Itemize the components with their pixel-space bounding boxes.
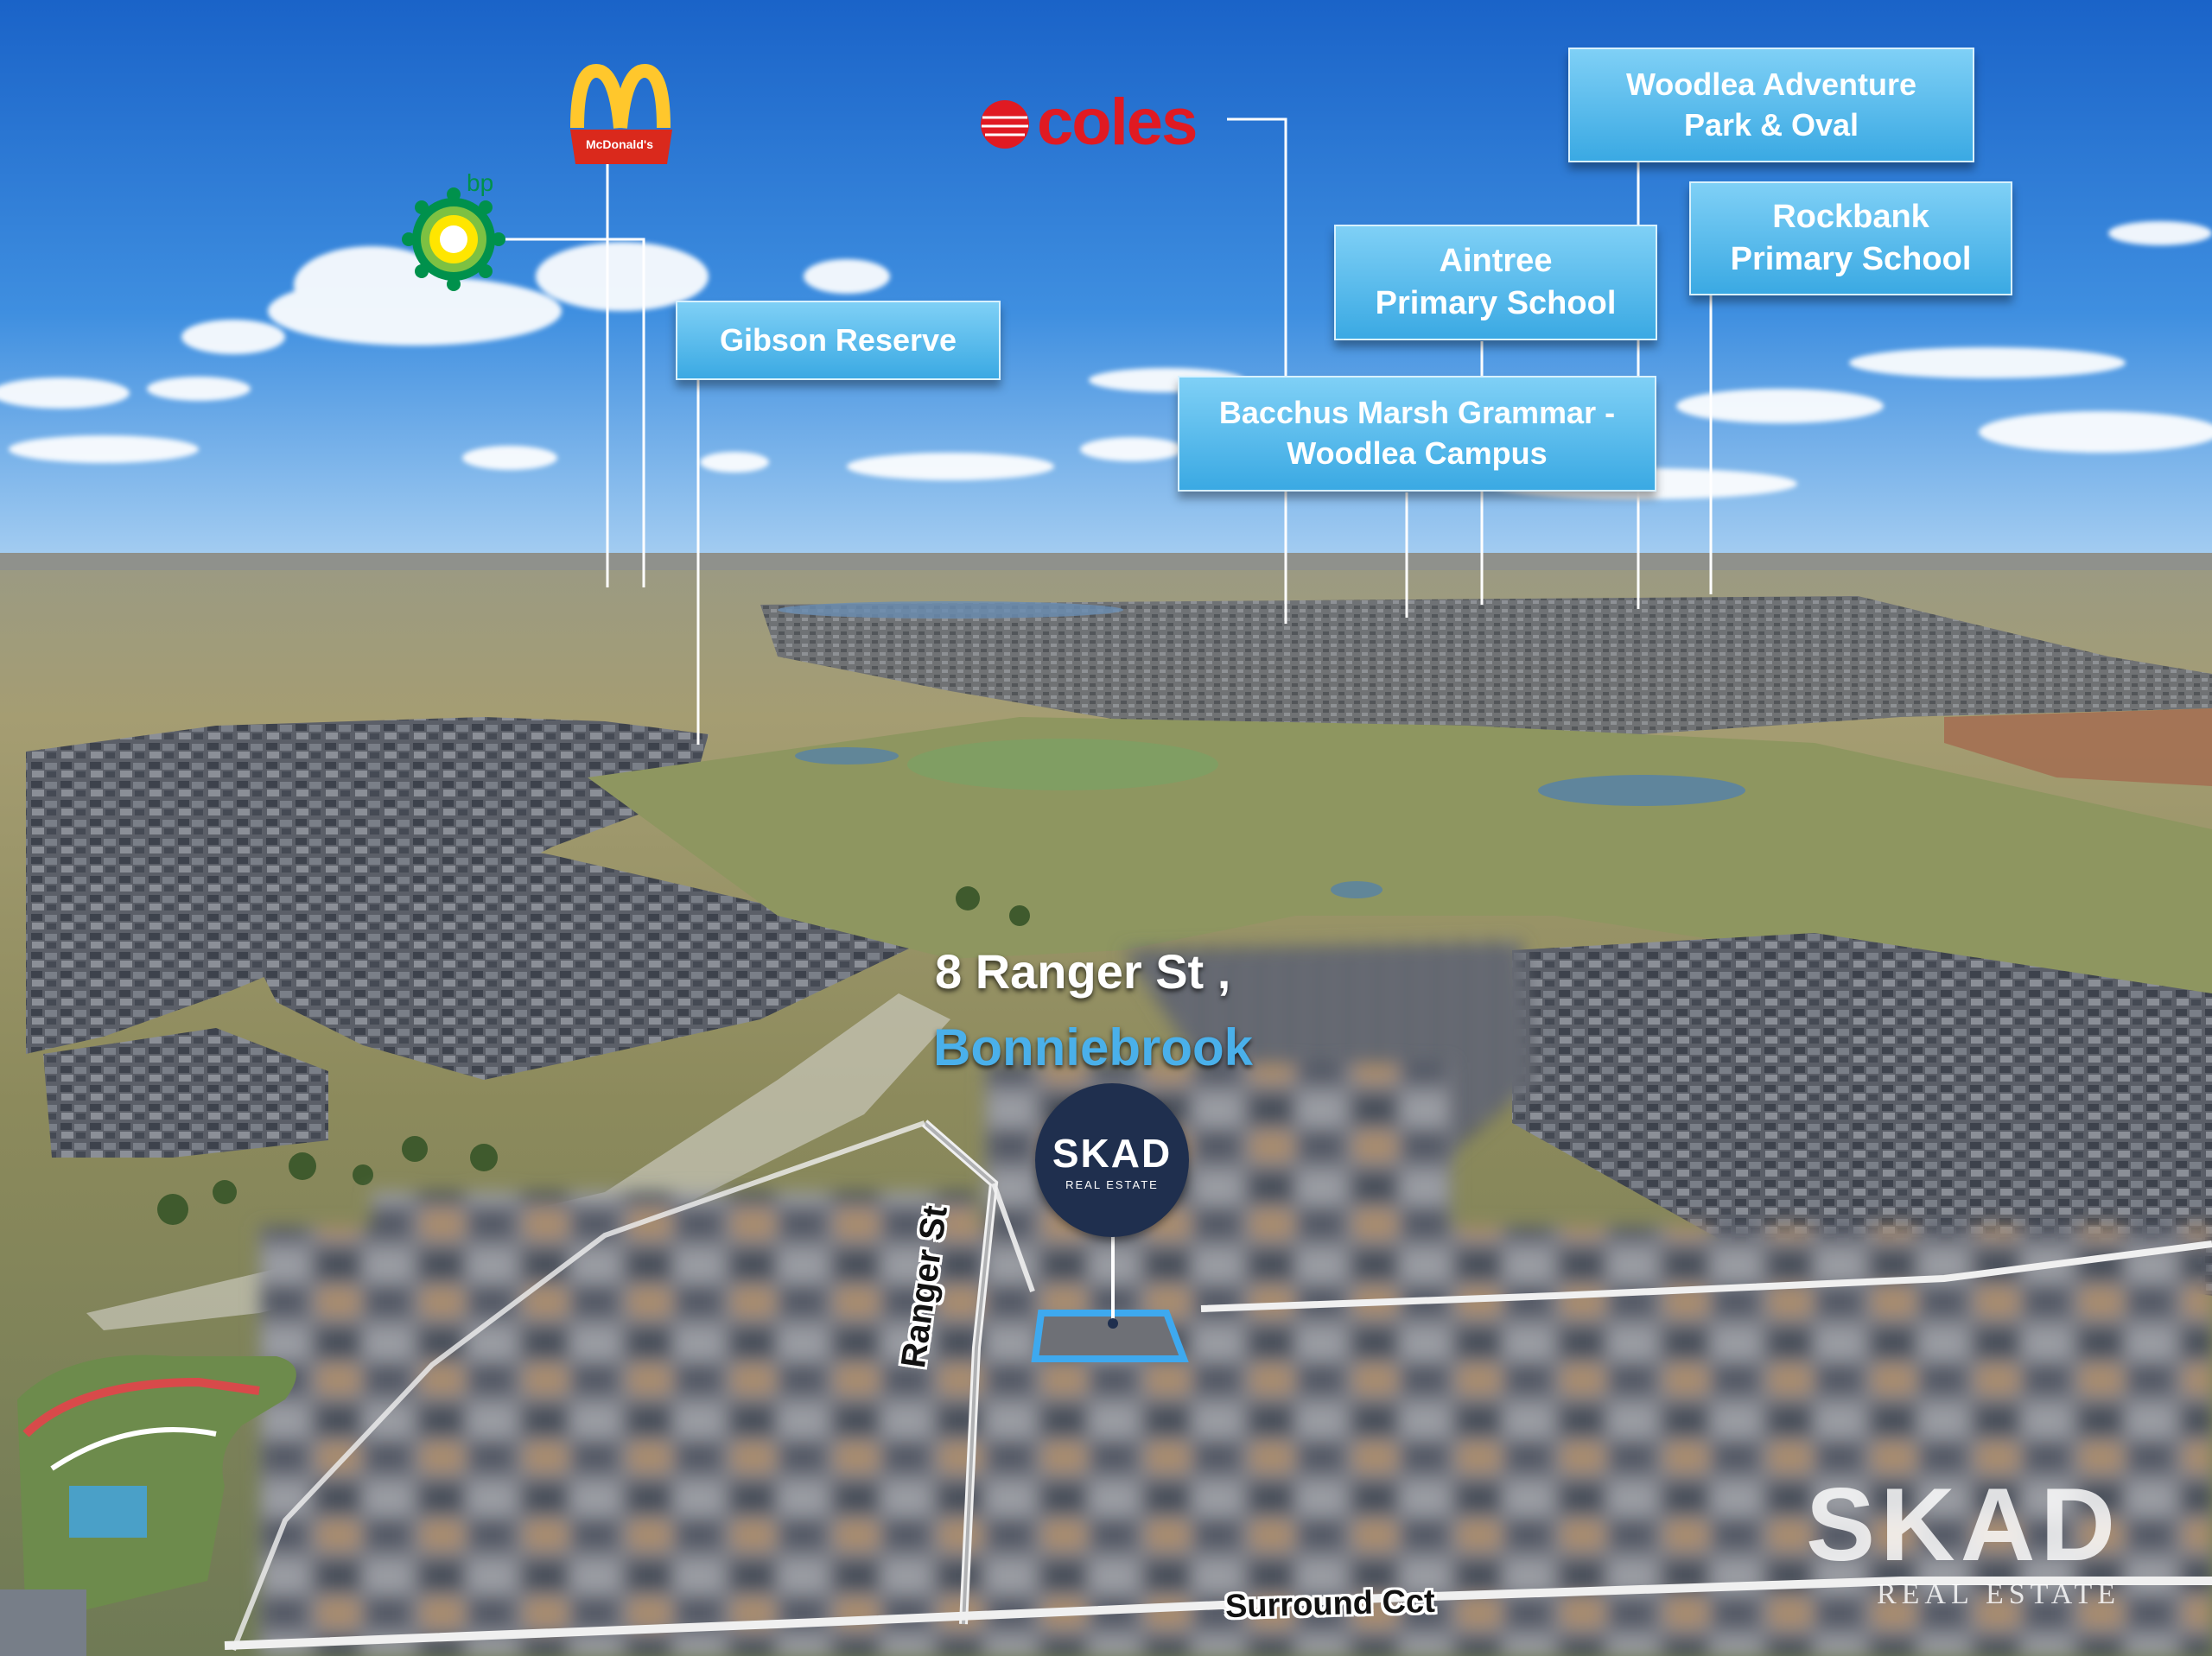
mcdonalds-wordmark: McDonald's: [585, 137, 653, 151]
coles-wordmark: coles: [1037, 86, 1198, 159]
watermark-subtitle: REAL ESTATE: [1876, 1578, 2121, 1610]
skad-watermark: SKAD REAL ESTATE: [1806, 1473, 2120, 1611]
label-woodlea-adventure-park: Woodlea Adventure Park & Oval: [1568, 48, 1974, 162]
label-line: Park & Oval: [1683, 106, 1859, 143]
coles-logo: [981, 100, 1029, 149]
label-line: Bacchus Marsh Grammar -: [1218, 395, 1616, 431]
label-rockbank-primary-school: Rockbank Primary School: [1689, 181, 2012, 295]
address-line-2: Bonniebrook: [933, 1018, 1253, 1076]
label-line: Gibson Reserve: [719, 321, 957, 358]
watermark-name: SKAD: [1806, 1467, 2121, 1583]
label-aintree-primary-school: Aintree Primary School: [1334, 225, 1657, 340]
label-line: Primary School: [1730, 241, 1972, 277]
label-line: Woodlea Campus: [1287, 435, 1548, 471]
street-label-surround-cct: Surround Cct: [1224, 1583, 1436, 1626]
label-line: Woodlea Adventure: [1625, 66, 1917, 102]
address-line-1: 8 Ranger St ,: [935, 944, 1231, 999]
label-line: Rockbank: [1772, 198, 1929, 235]
bp-logo: [402, 187, 505, 291]
badge-name: SKAD: [1052, 1130, 1173, 1176]
mcdonalds-logo: [570, 63, 672, 164]
label-line: Aintree: [1439, 242, 1553, 279]
badge-subtitle: REAL ESTATE: [1065, 1177, 1159, 1191]
skad-badge: SKAD REAL ESTATE: [1035, 1083, 1189, 1237]
label-gibson-reserve: Gibson Reserve: [676, 301, 1001, 380]
label-bacchus-marsh-grammar: Bacchus Marsh Grammar - Woodlea Campus: [1178, 376, 1656, 492]
bp-wordmark: bp: [467, 169, 494, 196]
label-line: Primary School: [1375, 285, 1617, 321]
